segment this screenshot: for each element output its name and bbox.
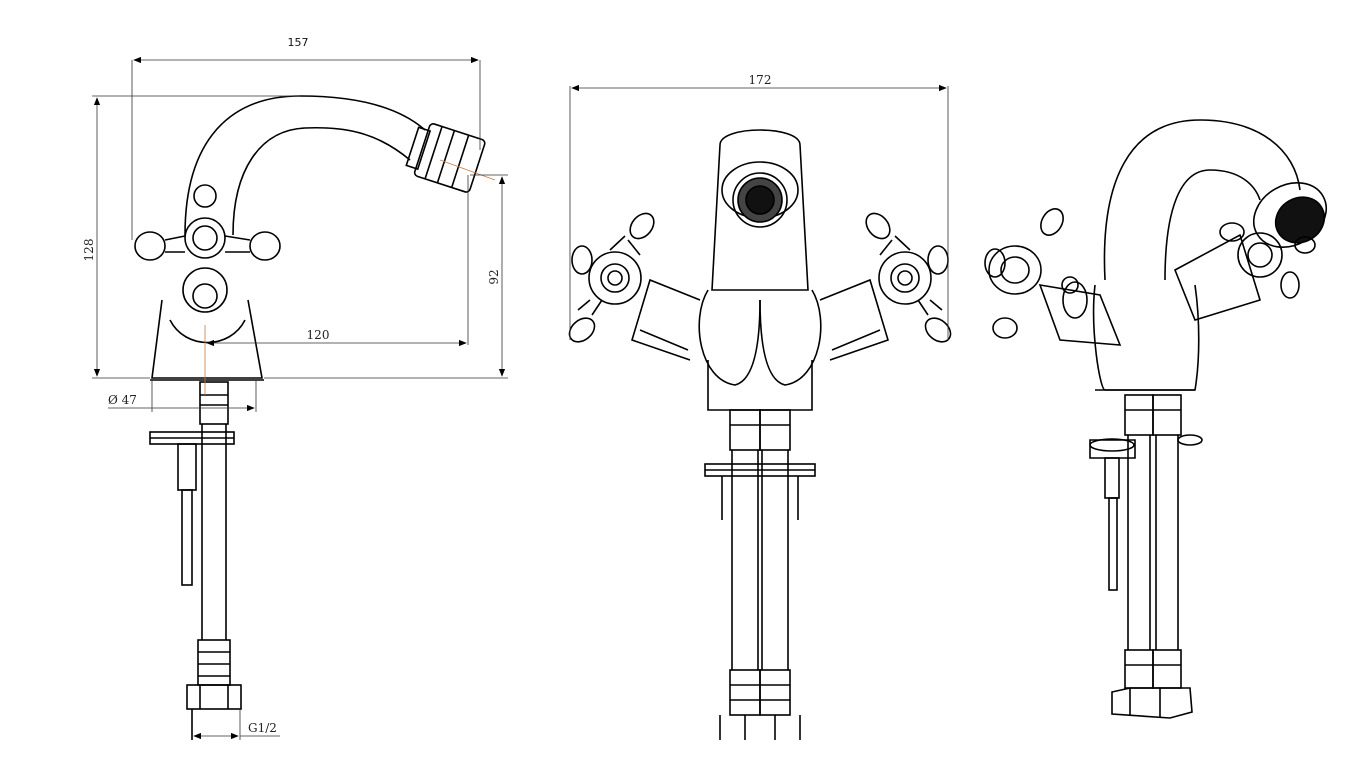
front-view [568,129,952,740]
dim-side-height: 128 [82,239,96,262]
dim-front-width: 172 [749,73,772,87]
side-dimensions [92,56,508,740]
dim-side-width: 157 [288,36,309,49]
dim-spout-reach: 120 [307,328,330,342]
front-dimensions [569,84,949,340]
isometric-view [984,119,1327,719]
side-center-lines [204,159,496,395]
dim-base-diameter: Ø 47 [108,393,137,407]
dim-spout-height: 92 [487,269,501,284]
side-view [134,95,486,740]
dim-thread: G1/2 [248,721,277,735]
